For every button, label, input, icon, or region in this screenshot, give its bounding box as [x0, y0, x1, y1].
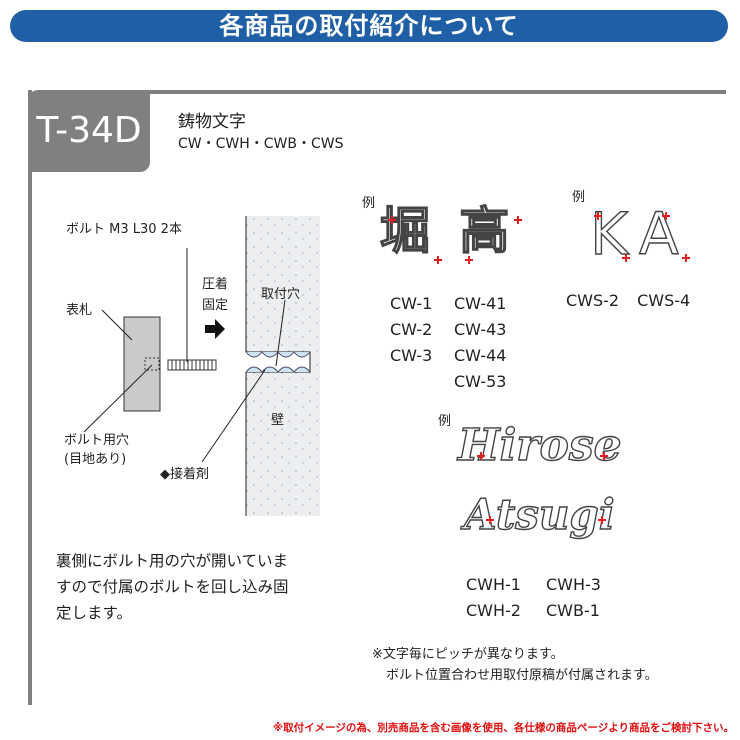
model-code: CWS-2: [566, 291, 620, 310]
press-label-1: 圧着: [202, 277, 229, 292]
model-code: CW-43: [454, 320, 507, 339]
bolt-point-marker: [622, 254, 630, 262]
bolt-point-marker: [434, 256, 442, 264]
bolt-point-marker: [594, 212, 602, 220]
example-kanji: 堀 高: [379, 202, 516, 260]
installation-diagram: [83, 216, 320, 516]
model-code: CWB-1: [546, 601, 600, 620]
bolt-point-marker: [682, 254, 690, 262]
product-series: CW・CWH・CWB・CWS: [178, 136, 344, 152]
example-script-2: Atsugi: [463, 490, 615, 539]
plate-label: 表札: [66, 303, 93, 318]
adhesive-label: ◆接着剤: [160, 467, 209, 482]
bolt-point-marker: [662, 212, 670, 220]
description: 裏側にボルト用の穴が開いていま すので付属のボルトを回し込み固 定します。: [56, 548, 289, 626]
model-code: CW-3: [390, 346, 433, 365]
wall-label: 壁: [271, 413, 285, 428]
nameplate-shape: [123, 316, 161, 412]
arrow-right-icon: [205, 319, 225, 339]
frame-top-divider: [150, 90, 726, 94]
product-name: 鋳物文字: [178, 112, 246, 132]
bolt-label: ボルト M3 L30 2本: [66, 222, 182, 237]
model-code: CW-1: [390, 294, 433, 313]
example-script-1: Hirose: [457, 420, 622, 471]
bolt-hole-label: ボルト用穴: [64, 433, 130, 448]
example-latin: KA: [589, 200, 691, 268]
model-code: CW-2: [390, 320, 433, 339]
model-code: CWH-2: [466, 601, 521, 620]
model-code: CW-44: [454, 346, 507, 365]
model-code: CW-53: [454, 372, 507, 391]
mount-hole-label: 取付穴: [261, 287, 301, 302]
bolt-hole-note: (目地あり): [64, 452, 127, 467]
note-pitch: ※文字毎にピッチが異なります。: [372, 647, 564, 662]
description-line: すので付属のボルトを回し込み固: [56, 578, 289, 596]
bolt-point-marker: [465, 256, 473, 264]
note-template: ボルト位置合わせ用取付原稿が付属されます。: [386, 668, 658, 683]
bolt-point-marker: [486, 516, 494, 524]
bolt-point-marker: [388, 216, 396, 224]
section-header: 各商品の取付紹介について: [10, 10, 728, 42]
model-code: CWS-4: [637, 291, 691, 310]
kanji-models: CW-1 CW-41 CW-2 CW-43 CW-3 CW-44 CW-53: [390, 291, 506, 395]
model-code: CWH-3: [546, 575, 601, 594]
product-code-badge: T-34D: [28, 90, 150, 172]
script-models: CWH-1 CWH-3 CWH-2 CWB-1: [466, 572, 601, 624]
model-code: CW-41: [454, 294, 507, 313]
latin-models: CWS-2 CWS-4: [566, 291, 690, 311]
model-code: CWH-1: [466, 575, 521, 594]
example-label: 例: [438, 414, 452, 429]
frame-left-divider: [28, 90, 32, 705]
press-label-2: 固定: [202, 298, 229, 313]
bolt-point-marker: [514, 216, 522, 224]
bolt-point-marker: [600, 452, 608, 460]
description-line: 定します。: [56, 604, 132, 622]
example-label: 例: [572, 190, 586, 205]
bolt-point-marker: [477, 452, 485, 460]
description-line: 裏側にボルト用の穴が開いていま: [56, 552, 289, 570]
bolt-shape: [167, 359, 217, 371]
footer-note: ※取付イメージの為、別売商品を含む画像を使用、各仕様の商品ページより商品をご検討…: [272, 722, 734, 734]
bolt-point-marker: [598, 516, 606, 524]
example-label: 例: [362, 196, 376, 211]
